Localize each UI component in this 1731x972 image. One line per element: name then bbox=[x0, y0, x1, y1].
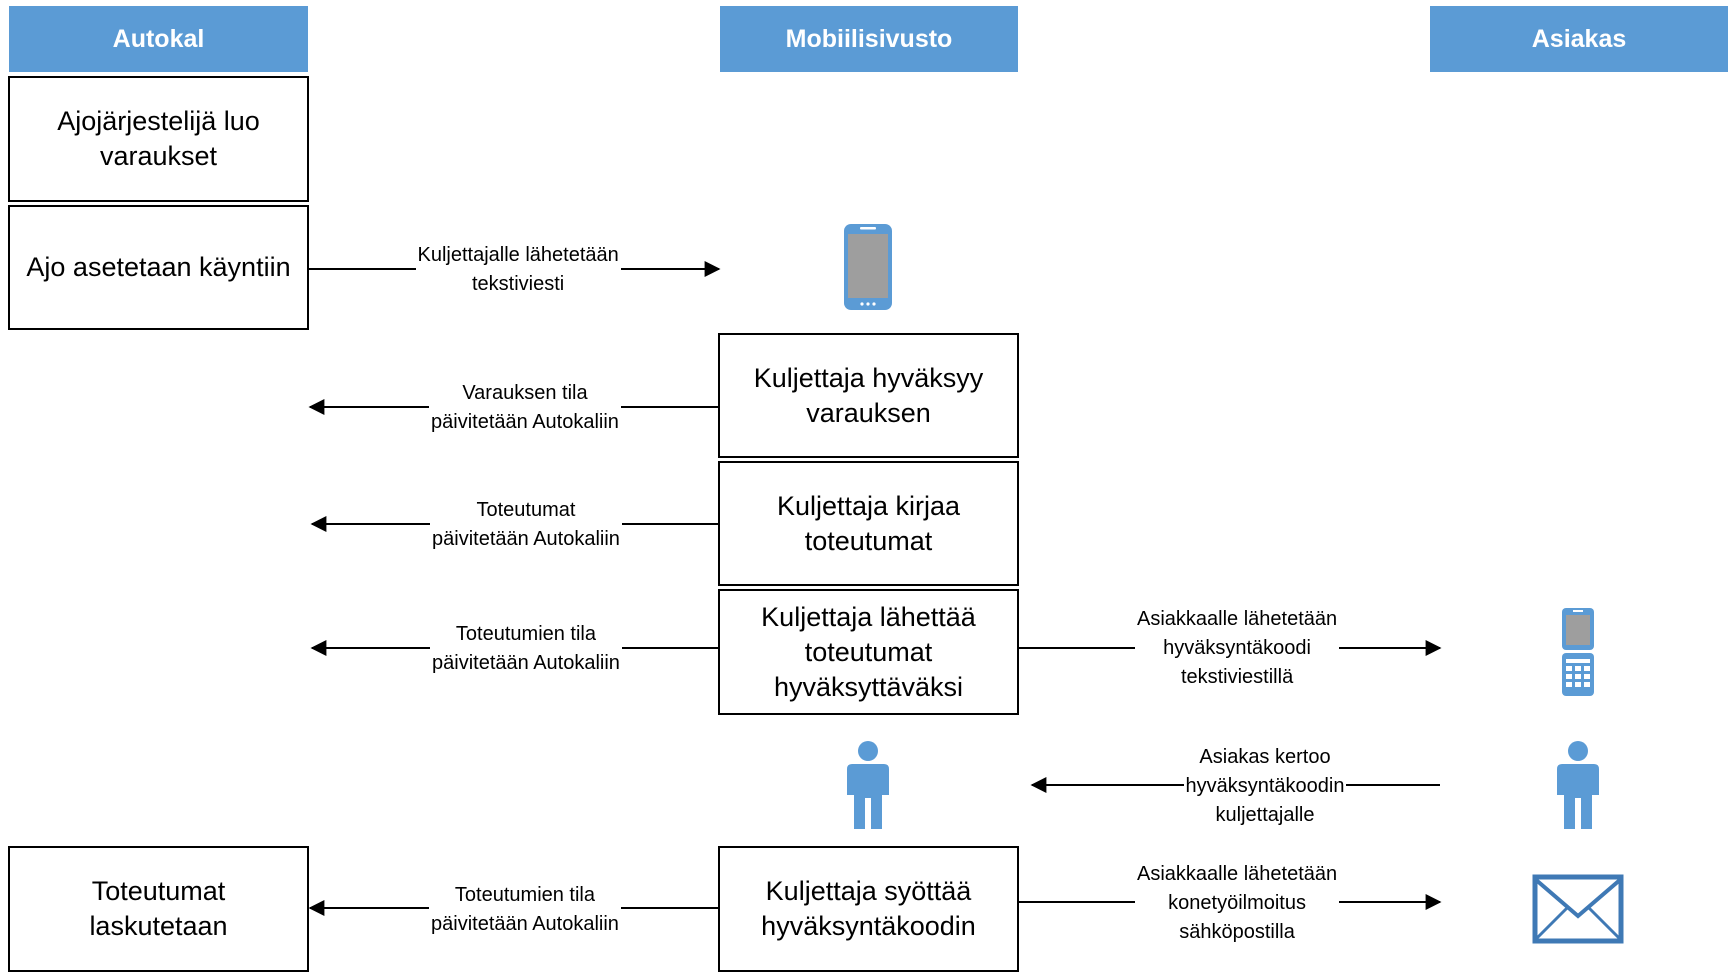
feature-phone-icon bbox=[1562, 608, 1594, 696]
lane-header-mobile: Mobiilisivusto bbox=[720, 6, 1018, 72]
lane-header-customer: Asiakas bbox=[1430, 6, 1728, 72]
smartphone-icon bbox=[844, 224, 892, 310]
box-driver-records: Kuljettaja kirjaa toteutumat bbox=[718, 461, 1019, 586]
label-customer-tells-code: Asiakas kertoo hyväksyntäkoodin kuljetta… bbox=[1183, 743, 1347, 830]
box-create-reservations: Ajojärjestelijä luo varaukset bbox=[8, 76, 309, 202]
box-invoiced: Toteutumat laskutetaan bbox=[8, 846, 309, 972]
label-realizations-update: Toteutumat päivitetään Autokaliin bbox=[430, 496, 622, 554]
label-sms-to-driver: Kuljettajalle lähetetään tekstiviesti bbox=[415, 241, 621, 299]
envelope-icon bbox=[1532, 874, 1624, 944]
box-driver-accepts: Kuljettaja hyväksyy varauksen bbox=[718, 333, 1019, 458]
box-start-trip: Ajo asetetaan käyntiin bbox=[8, 205, 309, 330]
box-driver-sends: Kuljettaja lähettää toteutumat hyväksytt… bbox=[718, 589, 1019, 715]
label-realizations-status-1: Toteutumien tila päivitetään Autokaliin bbox=[430, 620, 622, 678]
label-email-notice: Asiakkaalle lähetetään konetyöilmoitus s… bbox=[1135, 860, 1340, 947]
customer-person-icon bbox=[1557, 741, 1599, 829]
label-code-sms: Asiakkaalle lähetetään hyväksyntäkoodi t… bbox=[1135, 605, 1340, 692]
driver-person-icon bbox=[847, 741, 889, 829]
box-driver-enters-code: Kuljettaja syöttää hyväksyntäkoodin bbox=[718, 846, 1019, 972]
label-realizations-status-2: Toteutumien tila päivitetään Autokaliin bbox=[429, 881, 621, 939]
lane-header-autokal: Autokal bbox=[9, 6, 308, 72]
label-status-update: Varauksen tila päivitetään Autokaliin bbox=[429, 379, 621, 437]
